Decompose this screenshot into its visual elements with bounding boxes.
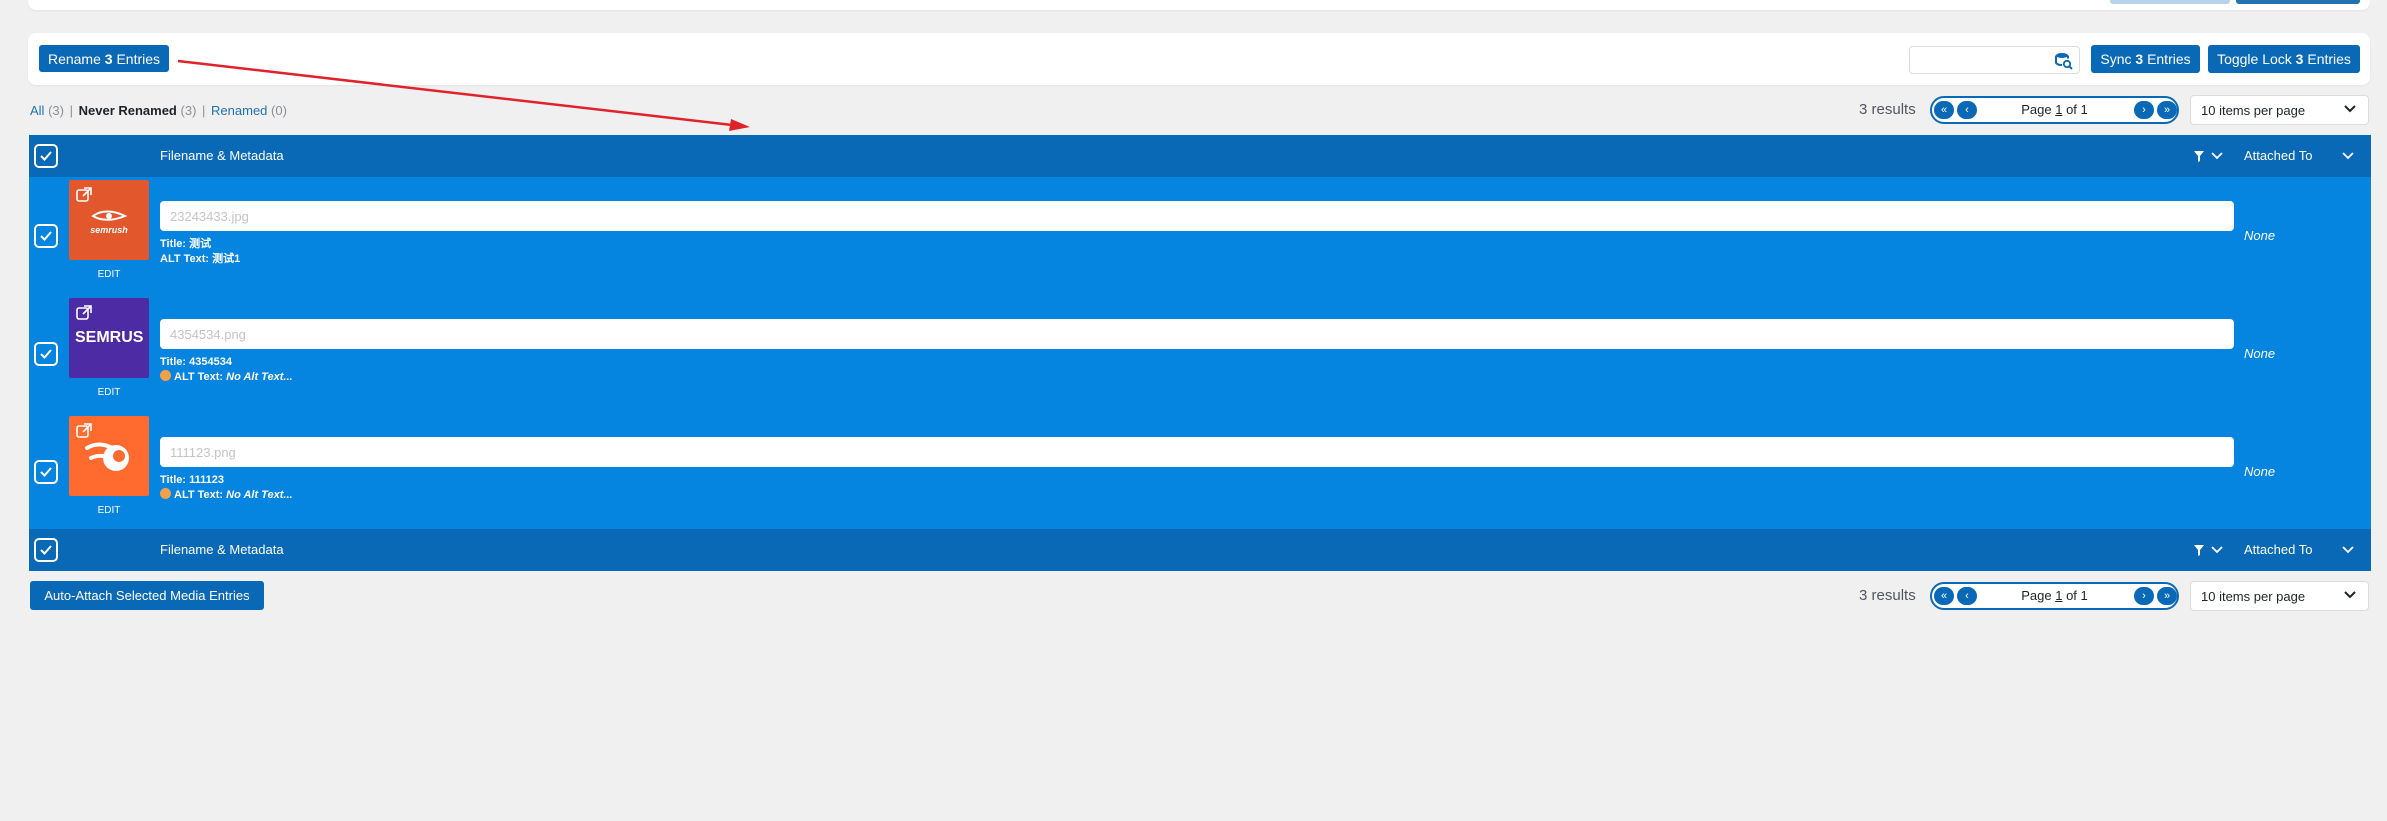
search-input[interactable] — [1909, 46, 2080, 74]
semrush-flame-logo — [91, 210, 128, 221]
select-all-checkbox[interactable] — [34, 538, 58, 562]
thumb-logo-text: semrush — [90, 225, 128, 235]
filter-renamed-count: (0) — [271, 103, 287, 118]
table-header: Filename & Metadata Attached To — [29, 135, 2371, 177]
edit-link[interactable]: EDIT — [97, 269, 121, 280]
check-icon — [40, 349, 52, 359]
media-metadata: Title: 111123 ALT Text: No Alt Text... — [160, 474, 293, 501]
next-page-icon[interactable]: › — [2134, 587, 2154, 605]
top-panel-edge — [28, 0, 2370, 10]
title-value: 测试 — [189, 238, 212, 250]
media-metadata: Title: 测试 ALT Text: 测试1 — [160, 238, 241, 265]
table-row: SEMRUS EDIT 4354534.png Title: 4354534 A… — [29, 295, 2371, 413]
semrush-fireball-logo — [85, 442, 129, 471]
column-filename-header[interactable]: Filename & Metadata — [160, 148, 284, 163]
chevron-down-icon[interactable] — [2341, 149, 2355, 163]
external-link-icon[interactable] — [76, 187, 92, 203]
top-primary-button-edge[interactable] — [2236, 0, 2360, 4]
page-current-input[interactable]: 1 — [2055, 102, 2063, 117]
edit-link[interactable]: EDIT — [97, 505, 121, 516]
filter-never-renamed-count: (3) — [180, 103, 197, 118]
check-icon — [40, 545, 52, 555]
last-page-icon[interactable]: » — [2157, 101, 2177, 119]
external-link-icon[interactable] — [76, 423, 92, 439]
toggle-lock-entries-button[interactable]: Toggle Lock 3 Entries — [2208, 45, 2360, 73]
edit-link[interactable]: EDIT — [97, 387, 121, 398]
title-value: 111123 — [189, 474, 225, 486]
pagination-control: « ‹ Page 1 of 1 › » — [1930, 582, 2179, 610]
alt-value: No Alt Text... — [226, 489, 293, 501]
external-link-icon[interactable] — [76, 305, 92, 321]
filter-sort-icon[interactable] — [2192, 148, 2228, 164]
title-value: 4354534 — [189, 356, 232, 368]
table-row: semrush EDIT 23243433.jpg Title: 测试 ALT … — [29, 177, 2371, 295]
table-row: EDIT 111123.png Title: 111123 ALT Text: … — [29, 413, 2371, 531]
attached-to-value: None — [2244, 464, 2276, 479]
warning-icon — [160, 370, 171, 381]
filter-never-renamed-current[interactable]: Never Renamed — [78, 103, 177, 118]
column-attached-to-header[interactable]: Attached To — [2244, 148, 2313, 163]
chevron-down-icon — [2344, 105, 2356, 113]
check-icon — [40, 151, 52, 161]
row-checkbox[interactable] — [34, 342, 58, 366]
table-footer: Filename & Metadata Attached To — [29, 529, 2371, 571]
prev-page-icon[interactable]: ‹ — [1957, 587, 1977, 605]
select-all-checkbox[interactable] — [34, 144, 58, 168]
filter-all-link[interactable]: All — [30, 103, 45, 118]
media-metadata: Title: 4354534 ALT Text: No Alt Text... — [160, 356, 293, 383]
media-thumbnail[interactable]: semrush — [69, 180, 149, 260]
filename-input[interactable]: 111123.png — [160, 437, 2234, 467]
page-indicator: Page 1 of 1 — [2021, 102, 2088, 117]
filter-separator: | — [202, 103, 206, 118]
attached-to-value: None — [2244, 228, 2276, 243]
sync-entries-button[interactable]: Sync 3 Entries — [2091, 45, 2200, 73]
warning-icon — [160, 488, 171, 499]
top-secondary-button-edge[interactable] — [2110, 0, 2230, 4]
filter-separator: | — [69, 103, 73, 118]
prev-page-icon[interactable]: ‹ — [1957, 101, 1977, 119]
last-page-icon[interactable]: » — [2157, 587, 2177, 605]
bulk-actions-toolbar: Rename 3 Entries Sync 3 Entries Toggle L… — [28, 33, 2370, 85]
alt-value: 测试1 — [212, 253, 241, 265]
column-filename-header[interactable]: Filename & Metadata — [160, 542, 284, 557]
next-page-icon[interactable]: › — [2134, 101, 2154, 119]
auto-attach-button[interactable]: Auto-Attach Selected Media Entries — [30, 581, 264, 610]
results-count: 3 results — [1859, 101, 1916, 118]
filename-input[interactable]: 4354534.png — [160, 319, 2234, 349]
media-table-body: semrush EDIT 23243433.jpg Title: 测试 ALT … — [29, 177, 2371, 529]
filter-all-count: (3) — [48, 103, 64, 118]
items-per-page-select[interactable]: 10 items per page — [2190, 95, 2369, 125]
filter-sort-icon[interactable] — [2192, 542, 2228, 558]
page-indicator: Page 1 of 1 — [2021, 588, 2088, 603]
media-thumbnail[interactable]: SEMRUS — [69, 298, 149, 378]
filename-input[interactable]: 23243433.jpg — [160, 201, 2234, 231]
alt-value: No Alt Text... — [226, 371, 293, 383]
check-icon — [40, 467, 52, 477]
media-thumbnail[interactable] — [69, 416, 149, 496]
row-checkbox[interactable] — [34, 224, 58, 248]
first-page-icon[interactable]: « — [1934, 587, 1954, 605]
column-attached-to-header[interactable]: Attached To — [2244, 542, 2313, 557]
first-page-icon[interactable]: « — [1934, 101, 1954, 119]
rename-entries-button[interactable]: Rename 3 Entries — [39, 45, 169, 72]
chevron-down-icon[interactable] — [2341, 543, 2355, 557]
results-count: 3 results — [1859, 587, 1916, 604]
database-search-icon[interactable] — [2055, 52, 2073, 70]
thumb-logo-text: SEMRUS — [75, 329, 144, 346]
check-icon — [40, 231, 52, 241]
page-current-input[interactable]: 1 — [2055, 588, 2063, 603]
chevron-down-icon — [2344, 591, 2356, 599]
pagination-control: « ‹ Page 1 of 1 › » — [1930, 96, 2179, 124]
filter-renamed-link[interactable]: Renamed — [211, 103, 268, 118]
row-checkbox[interactable] — [34, 460, 58, 484]
items-per-page-select[interactable]: 10 items per page — [2190, 581, 2369, 611]
attached-to-value: None — [2244, 346, 2276, 361]
status-filter-links: All (3) | Never Renamed (3) | Renamed (0… — [30, 103, 287, 118]
